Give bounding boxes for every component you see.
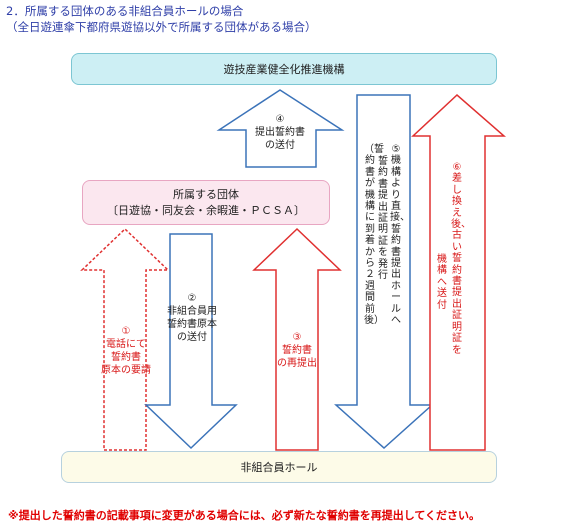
section-subheading: （全日遊連傘下都府県遊協以外で所属する団体がある場合） [6, 20, 317, 34]
step5-col3: （誓約書が機構に到着から２週間前後） [364, 144, 384, 327]
step1-line2: 誓約書 [111, 352, 141, 363]
step5-col2: 誓約書提出証明証を発行 [378, 156, 388, 282]
arrow-step1 [80, 227, 170, 451]
step1-line1: 電話にて [106, 339, 146, 350]
step1-line3: 原本の要請 [101, 365, 151, 376]
step1-number: ① [121, 326, 131, 337]
step6-col1: ⑥差し換え後、古い誓約書提出証明証を [451, 162, 471, 356]
step2-label: ② 非組合員用 誓約書原本 の送付 [160, 292, 224, 344]
step3-line2: の再提出 [277, 358, 317, 369]
step4-line1: 提出誓約書 [255, 127, 305, 138]
section-heading: 2．所属する団体のある非組合員ホールの場合 [6, 4, 244, 18]
step1-label: ① 電話にて 誓約書 原本の要請 [92, 325, 160, 377]
arrow-step6 [411, 93, 507, 451]
organization-box-top: 遊技産業健全化推進機構 [71, 53, 497, 85]
step4-line2: の送付 [265, 140, 295, 151]
step3-label: ③ 誓約書 の再提出 [266, 331, 328, 370]
step4-label: ④ 提出誓約書 の送付 [244, 113, 316, 152]
step2-number: ② [187, 293, 197, 304]
step4-number: ④ [275, 114, 285, 125]
step6-col2: 機構へ送付 [437, 254, 447, 311]
arrow-step2 [144, 233, 238, 450]
step2-line2: 誓約書原本 [167, 319, 217, 330]
arrow-step5 [334, 94, 434, 450]
organization-box-bottom: 非組合員ホール [61, 451, 497, 483]
step5-col1: ⑤機構より直接、誓約書提出ホールへ [390, 144, 410, 327]
middle-box-line1: 所属する団体 [173, 187, 239, 201]
step2-line3: の送付 [177, 332, 207, 343]
step3-line1: 誓約書 [282, 345, 312, 356]
organization-box-middle: 所属する団体 〔日遊協・同友会・余暇進・ＰＣＳＡ〕 [82, 180, 330, 225]
step2-line1: 非組合員用 [167, 306, 217, 317]
arrow-step3 [252, 227, 342, 451]
footer-note: ※提出した誓約書の記載事項に変更がある場合には、必ず新たな誓約書を再提出してくだ… [8, 509, 481, 522]
middle-box-line2: 〔日遊協・同友会・余暇進・ＰＣＳＡ〕 [107, 203, 305, 217]
arrow-step4 [216, 89, 345, 168]
step3-number: ③ [292, 332, 302, 343]
